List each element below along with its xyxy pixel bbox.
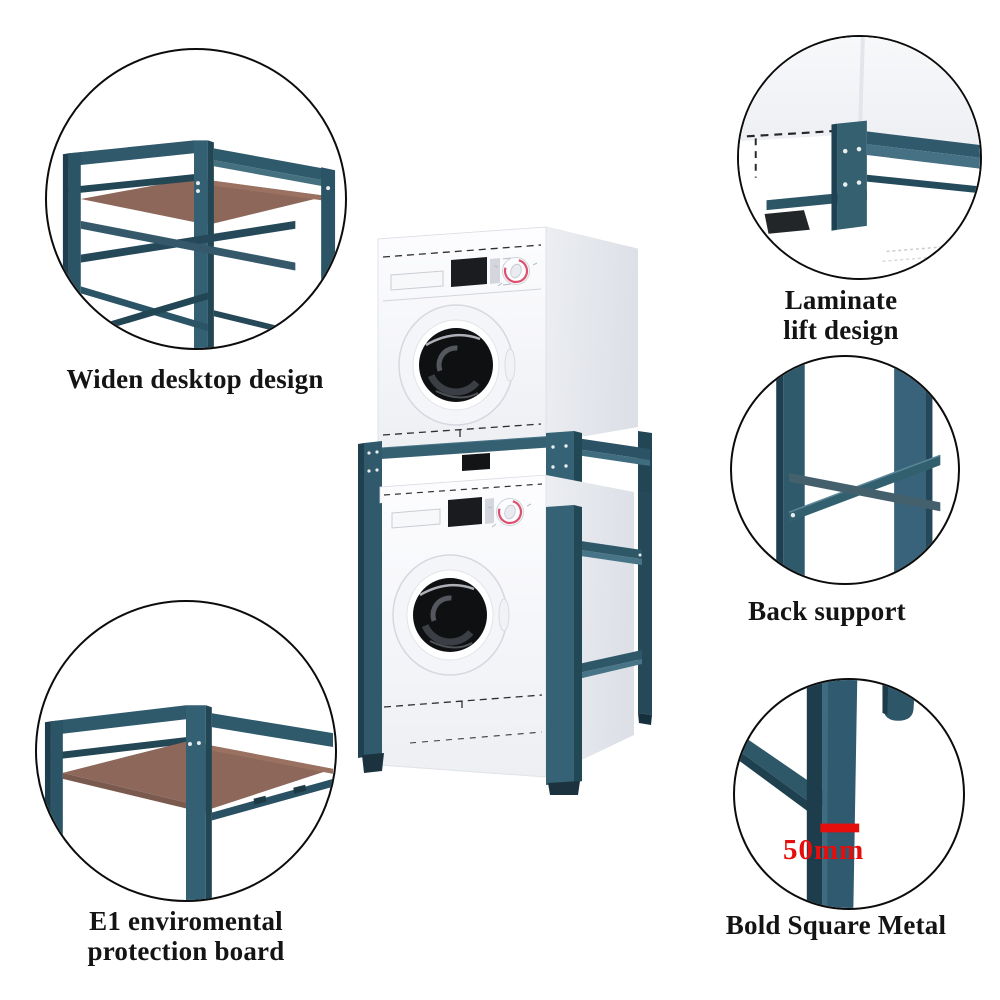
washer-door <box>399 305 515 425</box>
detergent-drawer <box>391 508 441 529</box>
caption-back-support: Back support <box>697 596 957 626</box>
caption-text: Laminate <box>784 285 898 315</box>
display <box>448 497 482 527</box>
caption-text: Widen desktop design <box>66 364 324 394</box>
rack-lower-frame <box>358 491 652 795</box>
caption-laminate-lift: Laminate lift design <box>721 285 961 345</box>
callout-circle-laminate-lift <box>737 35 982 280</box>
stacked-washer-rack-photo <box>358 226 652 795</box>
bold-square-metal-photo <box>735 680 916 908</box>
caption-e1-board: E1 enviromental protection board <box>26 906 346 966</box>
caption-bold-square-metal: Bold Square Metal <box>686 910 986 940</box>
caption-text: E1 enviromental <box>89 906 283 936</box>
dashed-seam <box>382 244 542 258</box>
back-support-frame <box>776 357 941 583</box>
display <box>451 257 487 287</box>
caption-text: protection board <box>87 936 285 966</box>
top-washer <box>377 226 639 454</box>
cross-braces <box>788 454 941 523</box>
washer-door <box>393 555 509 675</box>
foot-shadow <box>764 210 810 234</box>
caption-text: lift design <box>783 315 899 345</box>
callout-circle-bold-square-metal: 50mm <box>733 678 965 910</box>
widen-desktop-photo <box>62 140 336 348</box>
laminate-lift-photo <box>739 37 980 278</box>
callout-circle-widen-desktop <box>45 48 347 350</box>
dimension-marker <box>820 823 860 833</box>
corner-bracket <box>831 120 867 231</box>
callout-circle-e1-board <box>35 600 337 902</box>
metal-frame <box>62 140 336 348</box>
back-support-photo <box>776 357 941 583</box>
dimension-label: 50mm <box>783 834 865 866</box>
detergent-drawer <box>390 270 444 291</box>
bottom-washer <box>379 474 634 778</box>
caption-text: Back support <box>748 596 906 626</box>
e1-board-photo <box>44 705 334 900</box>
caption-widen-desktop: Widen desktop design <box>25 364 365 394</box>
board-frame <box>44 705 334 900</box>
cross-braces <box>80 220 304 339</box>
square-tube-leg <box>735 680 916 908</box>
caption-text: Bold Square Metal <box>725 910 947 940</box>
callout-circle-back-support <box>730 355 960 585</box>
